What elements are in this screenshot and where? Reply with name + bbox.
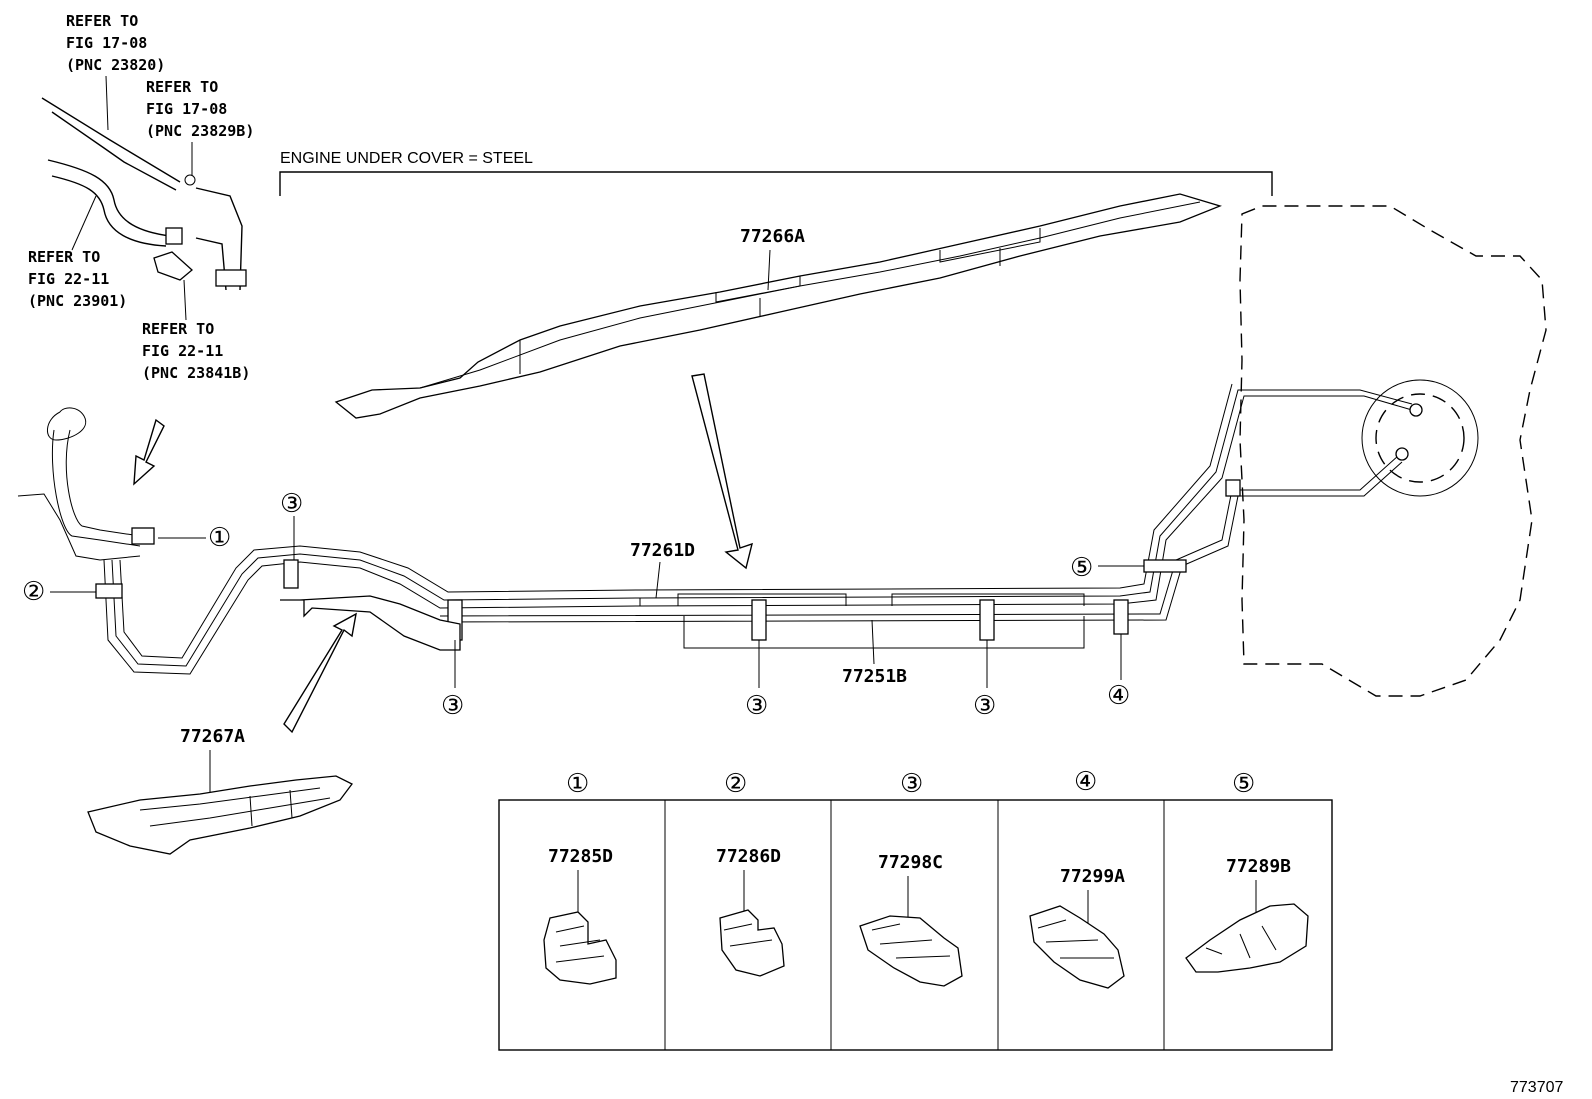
clamp-number-5: ⑤ (1232, 768, 1255, 798)
reference-line: REFER TO (142, 320, 214, 338)
reference-line: FIG 22-11 (28, 270, 109, 288)
reference-line: (PNC 23841B) (142, 364, 250, 382)
callout-3-top: ③ (280, 488, 303, 560)
callout-4: ④ (1107, 634, 1130, 710)
clamp-77289b: 77289B (1185, 856, 1309, 973)
reference-line: REFER TO (146, 78, 218, 96)
svg-text:④: ④ (1107, 680, 1130, 710)
reference-pnc-23829b: REFER TO FIG 17-08 (PNC 23829B) (146, 78, 254, 176)
clamp-77299a: 77299A (1029, 866, 1125, 989)
reference-pnc-23820: REFER TO FIG 17-08 (PNC 23820) (66, 12, 165, 131)
clamp-part-label: 77298C (878, 852, 943, 873)
clamp-part-label: 77289B (1226, 856, 1291, 877)
svg-text:⑤: ⑤ (1070, 552, 1093, 582)
figure-id: 773707 (1510, 1079, 1563, 1096)
fuel-tube-main: 77261D 77251B (17, 383, 1413, 687)
part-label-77251b: 77251B (842, 666, 907, 687)
reference-line: FIG 22-11 (142, 342, 223, 360)
fuel-tank-outline (1239, 205, 1547, 697)
clamp-number-3: ③ (900, 768, 923, 798)
reference-line: FIG 17-08 (66, 34, 147, 52)
direction-arrows (133, 373, 753, 734)
svg-text:③: ③ (280, 488, 303, 518)
callouts-main: ① ② ③ ③ ③ ③ ④ ⑤ (22, 488, 1144, 720)
clamp-number-4: ④ (1074, 766, 1097, 796)
reference-line: (PNC 23901) (28, 292, 127, 310)
clamp-77298c: 77298C (859, 852, 963, 987)
clamp-part-label: 77299A (1060, 866, 1125, 887)
clamp-table: ① ② ③ ④ ⑤ 77285D 77286D 77298C 77299A (498, 766, 1333, 1051)
reference-line: (PNC 23829B) (146, 122, 254, 140)
svg-text:③: ③ (745, 690, 768, 720)
reference-pnc-23841b: REFER TO FIG 22-11 (PNC 23841B) (142, 279, 250, 382)
reference-line: FIG 17-08 (146, 100, 227, 118)
callout-3-b: ③ (745, 640, 768, 720)
svg-text:③: ③ (973, 690, 996, 720)
reference-line: (PNC 23820) (66, 56, 165, 74)
clamp-part-label: 77285D (548, 846, 613, 867)
engine-under-cover-note: ENGINE UNDER COVER = STEEL (279, 150, 1273, 196)
fuel-hose-assembly (41, 97, 247, 291)
callout-3-a: ③ (441, 640, 464, 720)
part-label-77267a: 77267A (180, 726, 245, 747)
clamp-number-2: ② (724, 768, 747, 798)
clamp-77286d: 77286D (716, 846, 785, 977)
part-label-77261d: 77261D (630, 540, 695, 561)
svg-text:②: ② (22, 576, 45, 606)
svg-text:③: ③ (441, 690, 464, 720)
callout-2: ② (22, 576, 96, 606)
clamp-part-label: 77286D (716, 846, 781, 867)
svg-text:①: ① (208, 522, 231, 552)
callout-3-c: ③ (973, 640, 996, 720)
reference-pnc-23901: REFER TO FIG 22-11 (PNC 23901) (28, 195, 127, 310)
clamp-number-1: ① (566, 768, 589, 798)
note-text: ENGINE UNDER COVER = STEEL (280, 150, 533, 167)
engine-under-cover-77266a: 77266A (334, 193, 1222, 419)
callout-1: ① (158, 522, 231, 552)
reference-line: REFER TO (28, 248, 100, 266)
part-label-77266a: 77266A (740, 226, 805, 247)
callout-5: ⑤ (1070, 552, 1144, 582)
under-cover-77267a: 77267A (87, 726, 353, 855)
clamp-77285d: 77285D (543, 846, 617, 985)
lower-cover-segment (280, 595, 461, 651)
reference-line: REFER TO (66, 12, 138, 30)
